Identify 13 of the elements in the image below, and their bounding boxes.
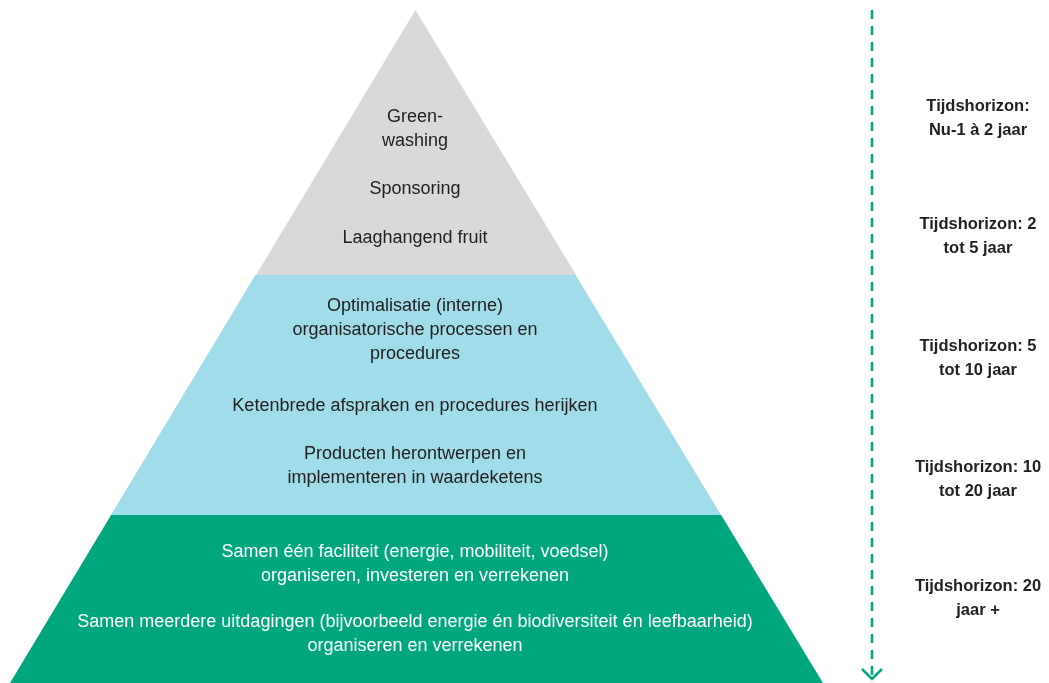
tier-text: Green- washing [380,105,449,152]
tier-text: Samen één faciliteit (energie, mobiliteit, voedsel) organiseren, investeren en verrekenen [220,540,610,587]
time-horizon-label: Tijdshorizon: 20 jaar + [914,575,1042,620]
time-horizon-label: Tijdshorizon: 10 tot 20 jaar [914,456,1042,501]
tier-text: Sponsoring [368,177,462,200]
tier-text: Ketenbrede afspraken en procedures herijken [231,394,599,417]
tier-text: Samen meerdere uitdagingen (bijvoorbeeld energie én biodiversiteit én leefbaarheid) organiseren en verrekenen [76,610,754,657]
time-horizon-label: Tijdshorizon: Nu-1 à 2 jaar [925,95,1031,140]
tier-text: Optimalisatie (interne) organisatorische processen en procedures [291,294,539,365]
tier-text: Laaghangend fruit [341,226,489,249]
tier-text: Producten herontwerpen en implementeren in waardeketens [286,442,544,489]
time-horizon-label: Tijdshorizon: 2 tot 5 jaar [918,213,1038,258]
time-horizon-label: Tijdshorizon: 5 tot 10 jaar [918,335,1038,380]
